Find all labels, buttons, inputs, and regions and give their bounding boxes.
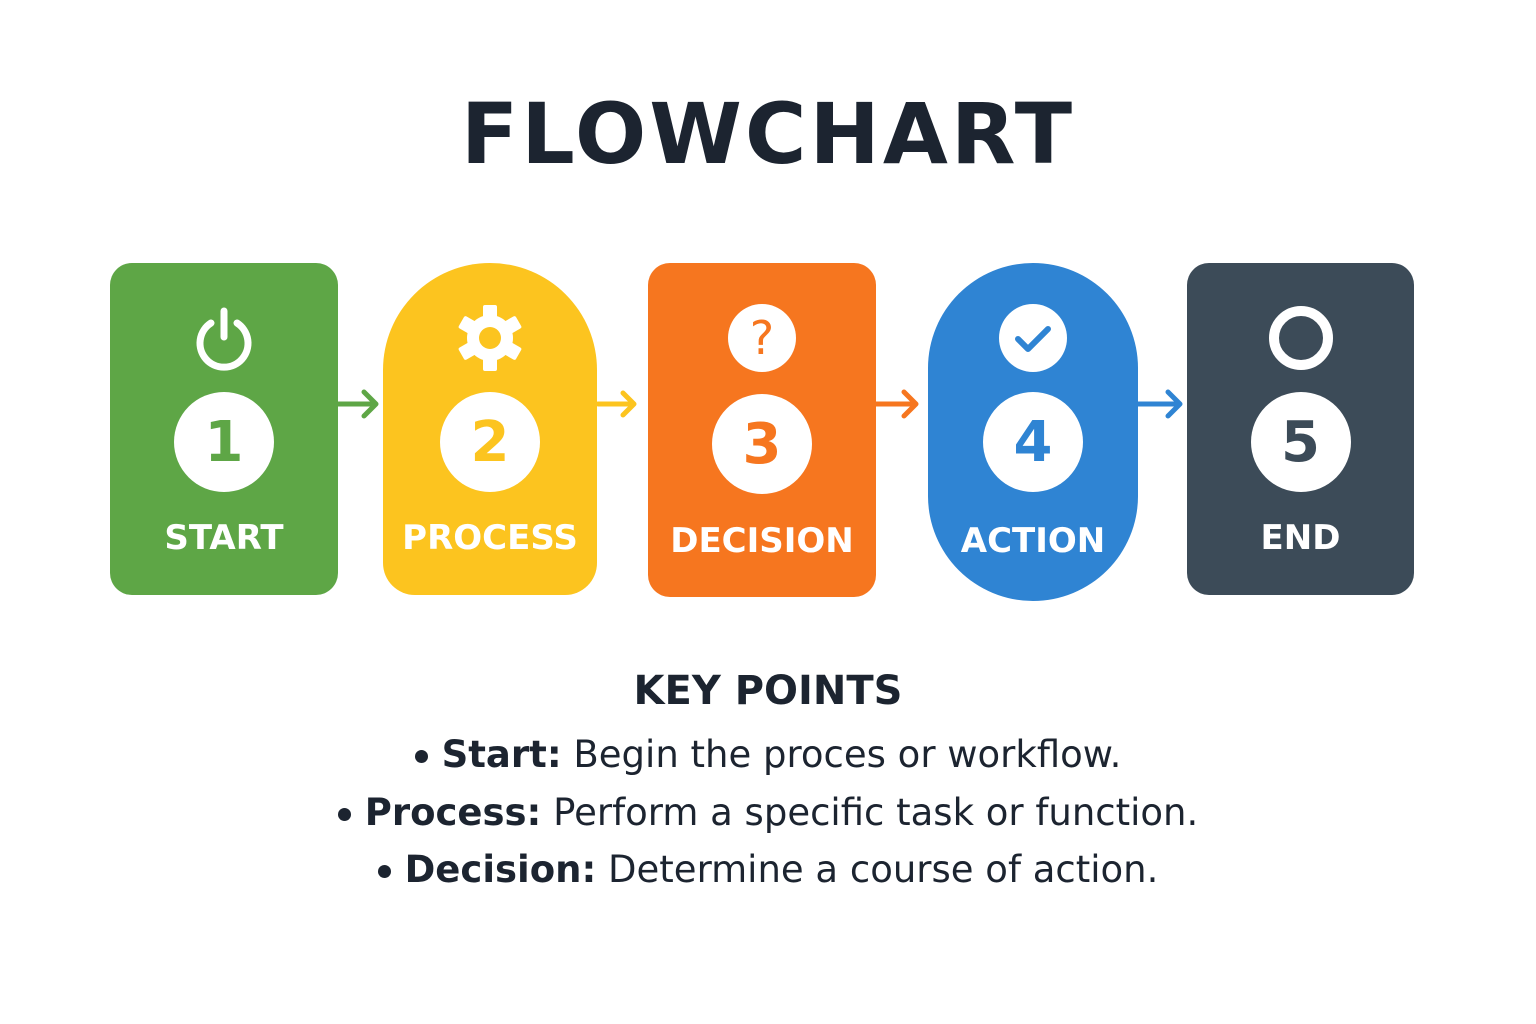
arrow-icon bbox=[596, 390, 637, 418]
check-icon bbox=[999, 304, 1067, 372]
step-label: PROCESS bbox=[402, 518, 578, 558]
step-number: 1 bbox=[174, 392, 274, 492]
step-start: 1 START bbox=[110, 263, 338, 595]
key-point-term: Decision: bbox=[404, 848, 597, 891]
arrow-icon bbox=[1136, 389, 1183, 419]
key-point-item: Process: Perform a specific task or func… bbox=[0, 791, 1536, 834]
question-icon: ? bbox=[728, 304, 796, 372]
svg-text:?: ? bbox=[750, 311, 774, 365]
step-process: 2 PROCESS bbox=[383, 263, 597, 595]
step-number: 5 bbox=[1250, 392, 1351, 492]
key-points-heading: KEY POINTS bbox=[633, 668, 903, 714]
power-icon bbox=[196, 307, 252, 371]
bullet-icon bbox=[337, 808, 351, 821]
step-number: 2 bbox=[440, 392, 540, 492]
step-label: END bbox=[1260, 518, 1341, 558]
key-point-item: Decision: Determine a course of action. bbox=[0, 848, 1536, 891]
key-point-text: Determine a course of action. bbox=[596, 848, 1159, 891]
step-end: 5 END bbox=[1187, 263, 1414, 595]
step-number: 3 bbox=[712, 394, 812, 494]
step-number: 4 bbox=[983, 392, 1083, 492]
arrow-icon bbox=[336, 389, 379, 419]
step-label: ACTION bbox=[960, 521, 1106, 561]
key-point-term: Process: bbox=[364, 791, 542, 834]
page-title: FLOWCHART bbox=[460, 85, 1076, 183]
key-point-term: Start: bbox=[441, 733, 562, 776]
key-point-text: Perform a specific task or function. bbox=[541, 791, 1199, 834]
arrow-icon bbox=[874, 389, 919, 419]
step-action: 4 ACTION bbox=[928, 263, 1138, 601]
step-label: DECISION bbox=[670, 521, 854, 561]
key-point-item: Start: Begin the proces or workflow. bbox=[0, 733, 1536, 776]
bullet-icon bbox=[414, 750, 428, 763]
step-decision: ? 3 DECISION bbox=[648, 263, 876, 597]
key-point-text: Begin the proces or workflow. bbox=[561, 733, 1122, 776]
gear-icon bbox=[458, 305, 522, 371]
step-label: START bbox=[164, 518, 284, 558]
bullet-icon bbox=[377, 865, 391, 878]
circle-icon bbox=[1268, 306, 1333, 370]
